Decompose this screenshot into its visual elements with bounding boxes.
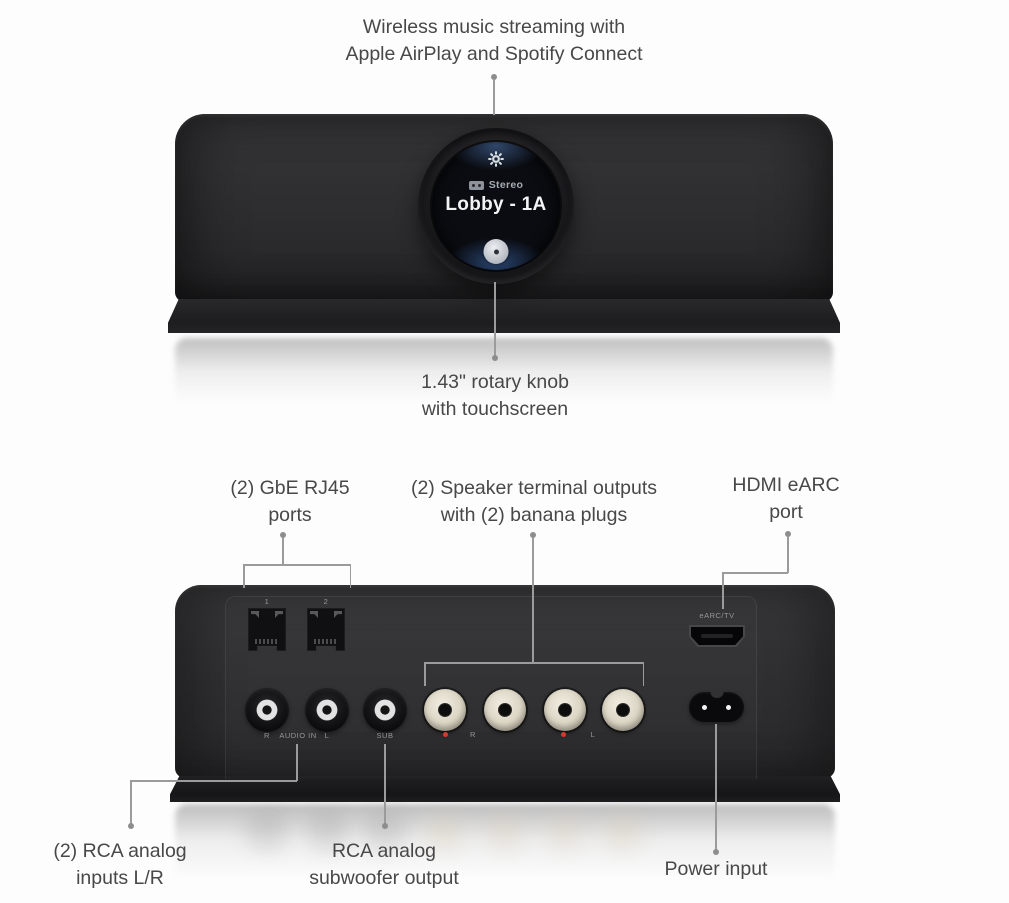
- caption-sub-line1: RCA analog: [331, 840, 437, 862]
- leader-line: [642, 663, 644, 686]
- speaker-terminal-3: [544, 689, 586, 731]
- zone-name: Lobby - 1A: [445, 194, 547, 215]
- rj45-port-2-label: 2: [323, 597, 329, 606]
- audio-in-label: AUDIO IN: [279, 731, 317, 740]
- power-inlet: [689, 692, 744, 722]
- caption-streaming: Wireless music streaming with Apple AirP…: [309, 14, 679, 68]
- positive-terminal-marker: [561, 732, 566, 737]
- leader-line: [787, 537, 789, 573]
- reflection-smudge: [245, 812, 289, 852]
- caption-power-line1: Power input: [664, 858, 768, 880]
- now-playing-disc-icon: [483, 239, 509, 264]
- rear-io-panel: [225, 596, 757, 779]
- leader-dot: [382, 823, 388, 829]
- caption-rj45-line1: (2) GbE RJ45: [230, 477, 350, 499]
- rca-r-label: R: [264, 731, 270, 740]
- power-pin: [726, 704, 731, 710]
- leader-line: [130, 780, 297, 782]
- caption-speaker-line2: with (2) banana plugs: [440, 504, 628, 526]
- reflection-smudge: [544, 812, 586, 852]
- positive-terminal-marker: [443, 732, 448, 737]
- rca-input-left: [305, 688, 349, 732]
- speaker-terminal-2: [484, 689, 526, 731]
- caption-rj45: (2) GbE RJ45 ports: [200, 475, 380, 529]
- caption-rotary-knob: 1.43" rotary knob with touchscreen: [375, 369, 615, 423]
- leader-dot: [280, 532, 286, 538]
- reflection-smudge: [484, 812, 526, 852]
- hdmi-earc-port: [689, 625, 745, 647]
- leader-line: [296, 744, 298, 781]
- leader-line: [715, 724, 717, 850]
- caption-streaming-line2: Apple AirPlay and Spotify Connect: [345, 43, 643, 65]
- leader-line: [349, 565, 351, 588]
- hdmi-slot: [701, 634, 733, 638]
- caption-hdmi-line1: HDMI eARC: [732, 474, 840, 496]
- rj45-port-1: [248, 608, 286, 651]
- leader-line: [722, 573, 724, 609]
- caption-streaming-line1: Wireless music streaming with: [362, 16, 626, 38]
- caption-rca-line2: inputs L/R: [76, 867, 164, 889]
- hdmi-opening: [691, 627, 743, 645]
- leader-line: [494, 282, 496, 356]
- caption-speaker-line1: (2) Speaker terminal outputs: [410, 477, 658, 499]
- rj45-contacts: [254, 639, 280, 644]
- rj45-port-1-label: 1: [264, 597, 270, 606]
- caption-sub-line2: subwoofer output: [309, 867, 459, 889]
- caption-rca-line1: (2) RCA analog: [53, 840, 187, 862]
- rotary-knob: Stereo Lobby - 1A: [418, 128, 574, 284]
- leader-line: [493, 80, 495, 115]
- front-reflection: [175, 338, 833, 422]
- leader-line: [424, 663, 426, 686]
- power-pin: [702, 704, 707, 710]
- speaker-terminal-1: [424, 689, 466, 731]
- leader-line: [282, 538, 284, 565]
- leader-line: [532, 538, 534, 663]
- reflection-smudge: [602, 812, 644, 852]
- sub-label: SUB: [376, 731, 394, 740]
- leader-dot: [128, 823, 134, 829]
- caption-power: Power input: [626, 856, 806, 883]
- caption-rotary-knob-line1: 1.43" rotary knob: [421, 371, 569, 393]
- rear-reflection: [175, 804, 835, 899]
- reflection-smudge: [305, 812, 349, 852]
- stereo-pair-icon: [468, 180, 484, 190]
- rca-l-label: L: [324, 731, 330, 740]
- caption-rj45-line2: ports: [268, 504, 312, 526]
- settings-gear-icon: [488, 151, 504, 172]
- knob-touchscreen: Stereo Lobby - 1A: [432, 142, 560, 270]
- leader-line: [424, 662, 644, 664]
- caption-speaker-outputs: (2) Speaker terminal outputs with (2) ba…: [388, 475, 680, 529]
- source-row: Stereo: [432, 179, 560, 191]
- leader-line: [243, 565, 245, 588]
- caption-subwoofer: RCA analog subwoofer output: [284, 838, 484, 892]
- leader-dot: [713, 849, 719, 855]
- caption-hdmi-line2: port: [769, 501, 803, 523]
- caption-hdmi: HDMI eARC port: [706, 472, 866, 526]
- leader-dot: [530, 532, 536, 538]
- speaker-terminal-4: [602, 689, 644, 731]
- leader-line: [243, 564, 351, 566]
- leader-dot: [492, 355, 498, 361]
- leader-dot: [491, 74, 497, 80]
- earc-tv-label: eARC/TV: [699, 611, 735, 620]
- leader-dot: [785, 531, 791, 537]
- source-label: Stereo: [488, 179, 524, 191]
- caption-rotary-knob-line2: with touchscreen: [421, 398, 569, 420]
- leader-line: [722, 572, 788, 574]
- front-device-base: [168, 299, 840, 333]
- rca-subwoofer-output: [363, 688, 407, 732]
- rca-input-right: [245, 688, 289, 732]
- reflection-smudge: [424, 812, 466, 852]
- speaker-r-label: R: [470, 730, 476, 739]
- rj45-contacts: [313, 639, 339, 644]
- caption-rca-inputs: (2) RCA analog inputs L/R: [30, 838, 210, 892]
- leader-line: [384, 744, 386, 824]
- leader-line: [130, 781, 132, 824]
- speaker-l-label: L: [590, 730, 596, 739]
- rj45-port-2: [307, 608, 345, 651]
